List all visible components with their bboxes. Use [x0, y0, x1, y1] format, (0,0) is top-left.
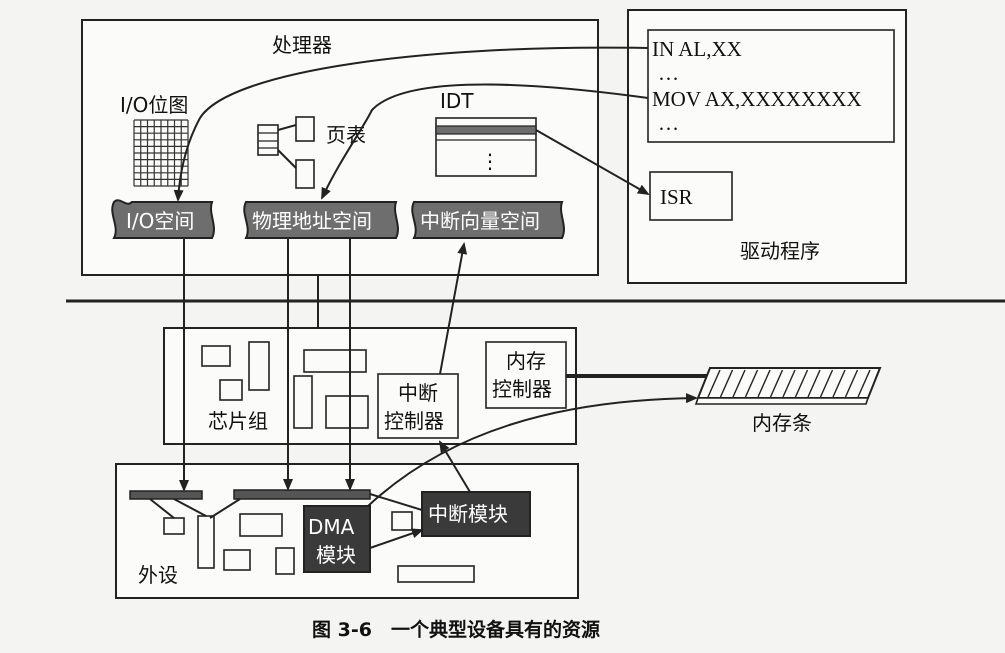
- code-line-1: IN AL,XX: [652, 37, 742, 61]
- interrupt-module-box: [421, 491, 531, 537]
- device-title: 外设: [138, 563, 178, 587]
- chipset-title: 芯片组: [208, 409, 268, 433]
- interrupt-module-to-controller-arrow: [438, 440, 471, 493]
- memory-stick: [694, 367, 882, 405]
- dma-module-box: [303, 505, 371, 573]
- page-table-label: 页表: [326, 123, 366, 147]
- figure-caption: 图 3-6 一个典型设备具有的资源: [312, 618, 600, 641]
- interrupt-vector-space-banner: 中断向量空间: [411, 201, 565, 239]
- dma-to-interrupt-module-arrow: [369, 528, 424, 549]
- dma-module-line1: DMA: [308, 515, 355, 539]
- idt-label: IDT: [440, 89, 474, 113]
- mov-instruction-arrow: [321, 83, 649, 200]
- memory-controller-line1: 内存: [506, 349, 546, 373]
- driver-code-box: [647, 29, 895, 143]
- device-memory-bus: [233, 489, 371, 500]
- interrupt-module-label: 中断模块: [428, 502, 508, 526]
- device-io-bus: [129, 490, 203, 500]
- dma-module-line2: 模块: [316, 543, 356, 567]
- physical-space-label: 物理地址空间: [252, 209, 372, 233]
- device-components: [149, 498, 475, 583]
- io-space-label: I/O空间: [126, 209, 194, 233]
- idt-table: [435, 117, 537, 177]
- dma-to-memory-arrow: [367, 393, 698, 507]
- memory-controller-line2: 控制器: [492, 377, 552, 401]
- in-instruction-arrow: [173, 46, 649, 202]
- interrupt-controller-box: [377, 373, 459, 439]
- physical-space-banner: 物理地址空间: [243, 201, 399, 239]
- interrupt-controller-to-vector-arrow: [439, 242, 468, 375]
- io-bitmap-grid: [133, 119, 189, 187]
- code-line-2: …: [658, 61, 679, 85]
- idt-to-isr-arrow: [535, 129, 650, 195]
- isr-label: ISR: [660, 185, 693, 209]
- interrupt-vector-space-label: 中断向量空间: [420, 209, 540, 233]
- io-space-banner: I/O空间: [111, 199, 215, 239]
- chipset-components: [201, 341, 369, 429]
- code-line-4: …: [658, 111, 679, 135]
- idt-dots: ⋮: [480, 149, 500, 173]
- processor-title: 处理器: [272, 33, 332, 57]
- code-line-3: MOV AX,XXXXXXXX: [652, 87, 862, 111]
- page-table-structure: [257, 116, 315, 189]
- io-bitmap-label: I/O位图: [120, 93, 188, 117]
- memory-stick-label: 内存条: [752, 411, 812, 435]
- isr-box: [649, 171, 733, 221]
- interrupt-controller-line1: 中断: [398, 381, 438, 405]
- driver-title: 驱动程序: [740, 239, 820, 263]
- interrupt-controller-line2: 控制器: [384, 409, 444, 433]
